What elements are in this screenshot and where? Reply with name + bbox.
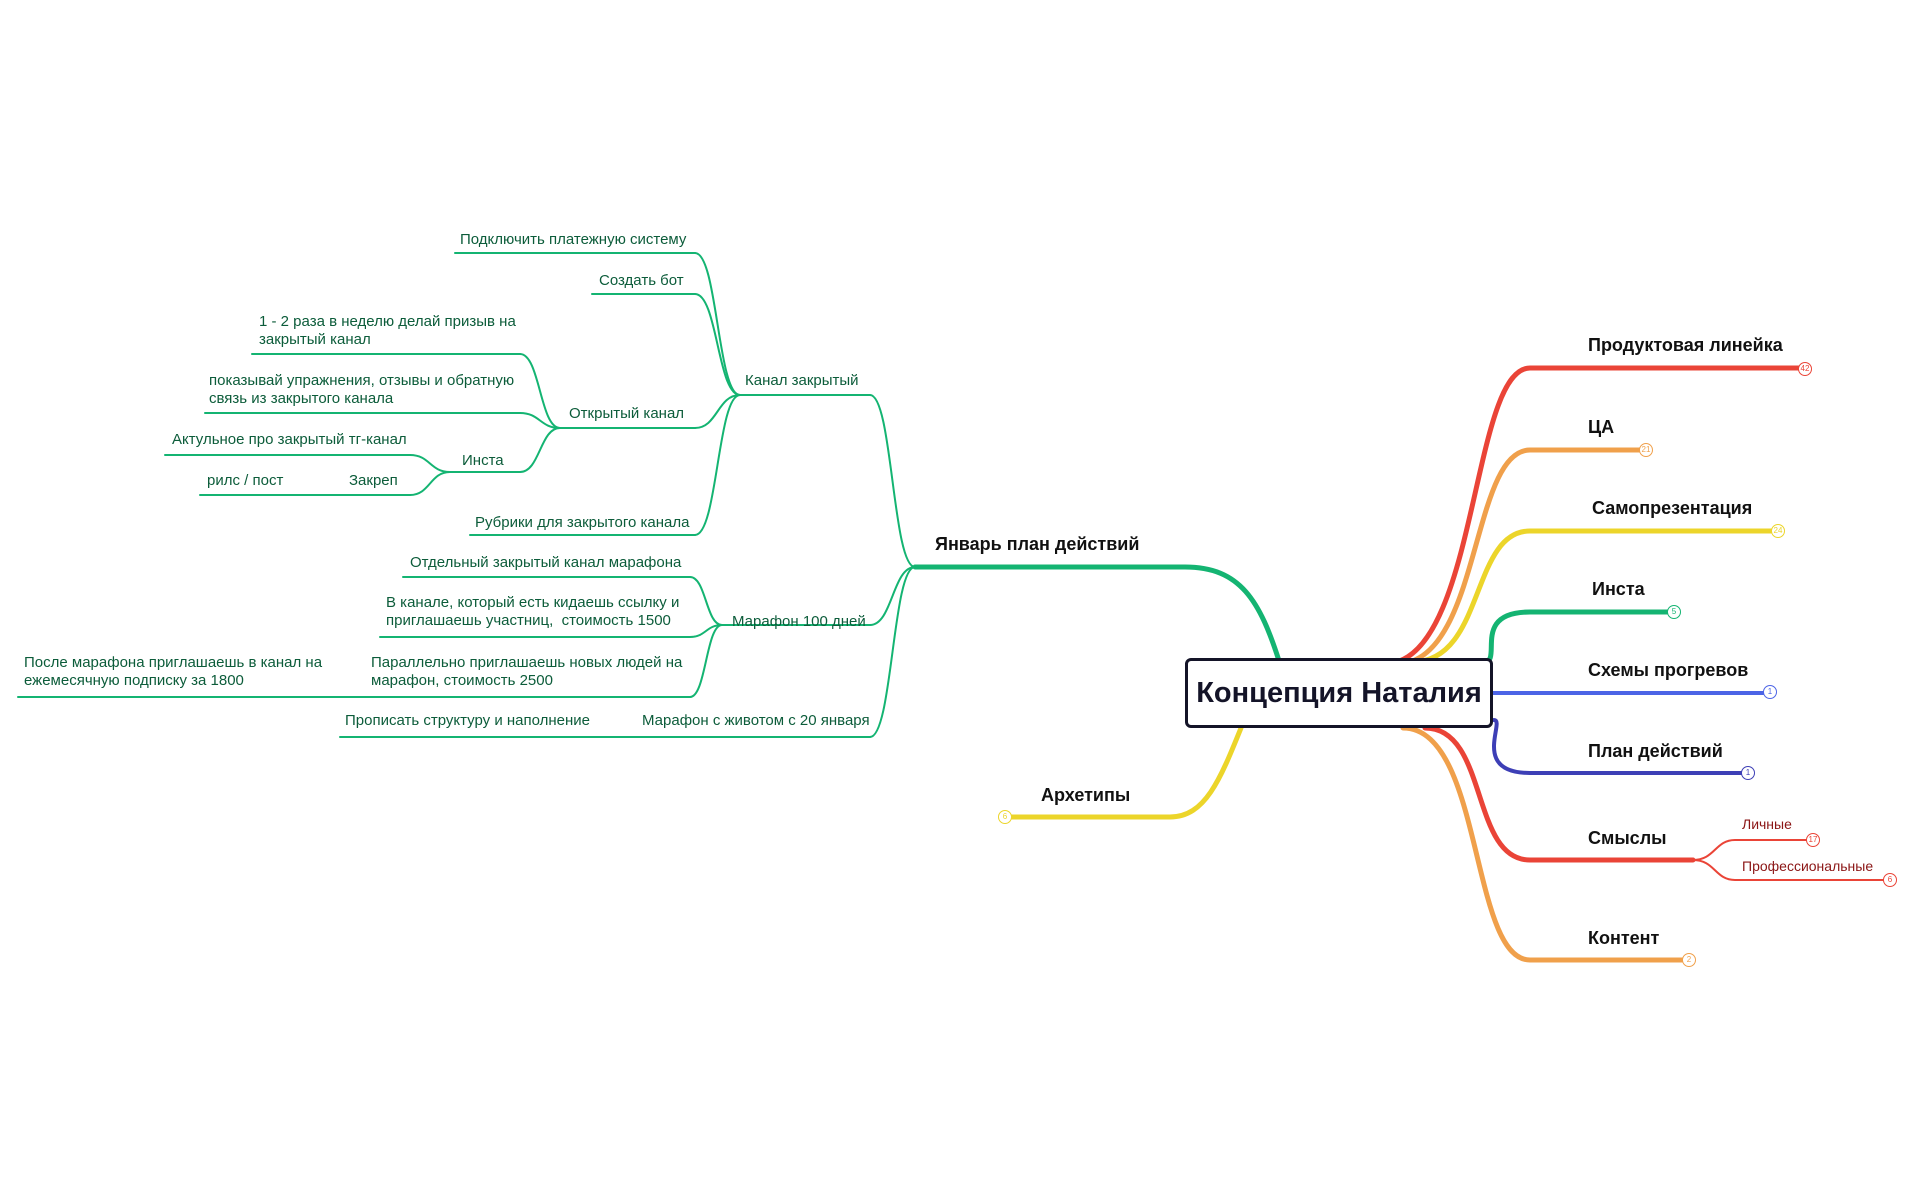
node-invite-new[interactable]: Параллельно приглашаешь новых людей на м… <box>371 654 683 689</box>
node-pin[interactable]: Закреп <box>349 472 398 489</box>
node-create-bot[interactable]: Создать бот <box>599 272 684 289</box>
branch-line <box>1692 859 1890 881</box>
topic-content[interactable]: Контент <box>1588 928 1660 948</box>
node-show-exercises[interactable]: показывай упражнения, отзывы и обратную … <box>209 372 515 407</box>
topic-target-audience[interactable]: ЦА <box>1588 417 1615 437</box>
count-badge[interactable]: 6 <box>998 810 1012 824</box>
node-connect-payment[interactable]: Подключить платежную систему <box>460 231 687 248</box>
branch-line <box>1400 725 1693 963</box>
branch-line <box>1422 725 1696 863</box>
count-badge[interactable]: 21 <box>1639 443 1653 457</box>
topic-archetypes[interactable]: Архетипы <box>1041 785 1131 805</box>
node-rubrics[interactable]: Рубрики для закрытого канала <box>475 514 690 531</box>
count-badge[interactable]: 1 <box>1741 766 1755 780</box>
node-highlights[interactable]: Актульное про закрытый тг-канал <box>172 431 407 448</box>
branch-line <box>1381 365 1808 667</box>
topic-product-line[interactable]: Продуктовая линейка <box>1588 335 1783 355</box>
branch-line <box>694 293 741 396</box>
connector-lines <box>17 252 1890 963</box>
branch-line <box>1692 839 1813 861</box>
count-badge[interactable]: 42 <box>1798 362 1812 376</box>
count-badge[interactable]: 1 <box>1763 685 1777 699</box>
branch-line <box>689 624 723 698</box>
node-insta[interactable]: Инста <box>462 452 504 469</box>
count-badge[interactable]: 6 <box>1883 873 1897 887</box>
branch-line <box>519 353 561 429</box>
branch-line <box>689 576 723 626</box>
node-write-structure[interactable]: Прописать структуру и наполнение <box>345 712 591 729</box>
node-reels-post[interactable]: рилс / пост <box>207 472 284 489</box>
node-open-channel[interactable]: Открытый канал <box>569 405 685 422</box>
count-badge[interactable]: 24 <box>1771 524 1785 538</box>
branch-line <box>1409 528 1781 665</box>
branch-line <box>519 412 561 429</box>
count-badge[interactable]: 17 <box>1806 833 1820 847</box>
branch-line <box>694 394 741 429</box>
branch-line <box>869 566 916 738</box>
branch-line <box>869 394 916 568</box>
node-separate-channel[interactable]: Отдельный закрытый канал марафона <box>410 554 682 571</box>
node-belly-marathon[interactable]: Марафон с животом с 20 января <box>642 712 870 729</box>
branch-line <box>912 564 1283 667</box>
subtopic-professional[interactable]: Профессиональные <box>1742 858 1874 874</box>
branch-line <box>1002 725 1244 820</box>
branch-line <box>869 566 916 626</box>
branch-line <box>1481 609 1676 665</box>
branch-line <box>409 454 451 473</box>
topic-insta[interactable]: Инста <box>1592 579 1645 599</box>
branch-line <box>519 427 561 473</box>
topic-self-presentation[interactable]: Самопрезентация <box>1592 498 1753 518</box>
node-marathon-100[interactable]: Марафон 100 дней <box>732 613 866 630</box>
branch-line <box>409 471 451 496</box>
count-badge[interactable]: 5 <box>1667 605 1681 619</box>
subtopic-personal[interactable]: Личные <box>1742 816 1792 832</box>
central-topic[interactable]: Концепция Наталия <box>1185 658 1493 728</box>
node-link-in-channel[interactable]: В канале, который есть кидаешь ссылку и … <box>386 594 680 629</box>
branch-line <box>1492 718 1750 775</box>
topic-warmup-schemes[interactable]: Схемы прогревов <box>1588 660 1749 680</box>
branch-line <box>1393 447 1648 667</box>
count-badge[interactable]: 2 <box>1682 953 1696 967</box>
node-closed-channel[interactable]: Канал закрытый <box>745 372 859 389</box>
branch-line <box>694 394 741 536</box>
branch-line <box>694 252 741 396</box>
topic-january-plan[interactable]: Январь план действий <box>935 534 1140 554</box>
topic-meanings[interactable]: Смыслы <box>1588 828 1667 848</box>
node-after-marathon[interactable]: После марафона приглашаешь в канал на еж… <box>24 654 323 689</box>
node-call-to-closed[interactable]: 1 - 2 раза в неделю делай призыв на закр… <box>259 313 516 348</box>
topic-action-plan[interactable]: План действий <box>1588 741 1723 761</box>
